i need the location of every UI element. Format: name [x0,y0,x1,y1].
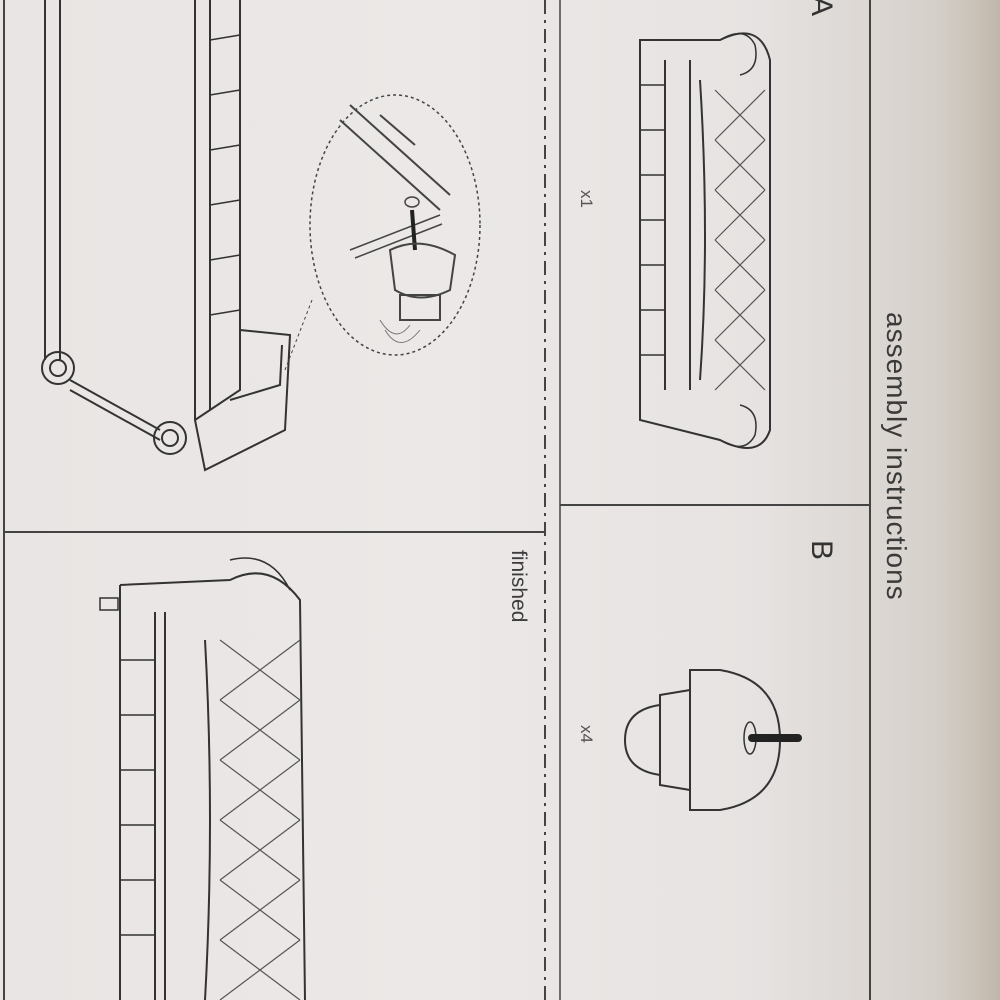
step-b-label: B [805,540,838,561]
step-b-leg-illustration [623,669,802,811]
step-a-quantity: x1 [577,190,596,208]
step-b-quantity: x4 [577,725,596,743]
sofa-underside-illustration [41,0,292,472]
finished-label: finished [507,550,530,623]
step-a-sofa-illustration [639,32,771,449]
page-title: assembly instructions [881,312,912,601]
panel-borders [3,0,871,1000]
paper-edge [935,0,1000,1000]
finished-sofa-illustration [99,557,306,1000]
step-a-label: A [805,0,838,17]
zoom-callout [284,94,481,371]
